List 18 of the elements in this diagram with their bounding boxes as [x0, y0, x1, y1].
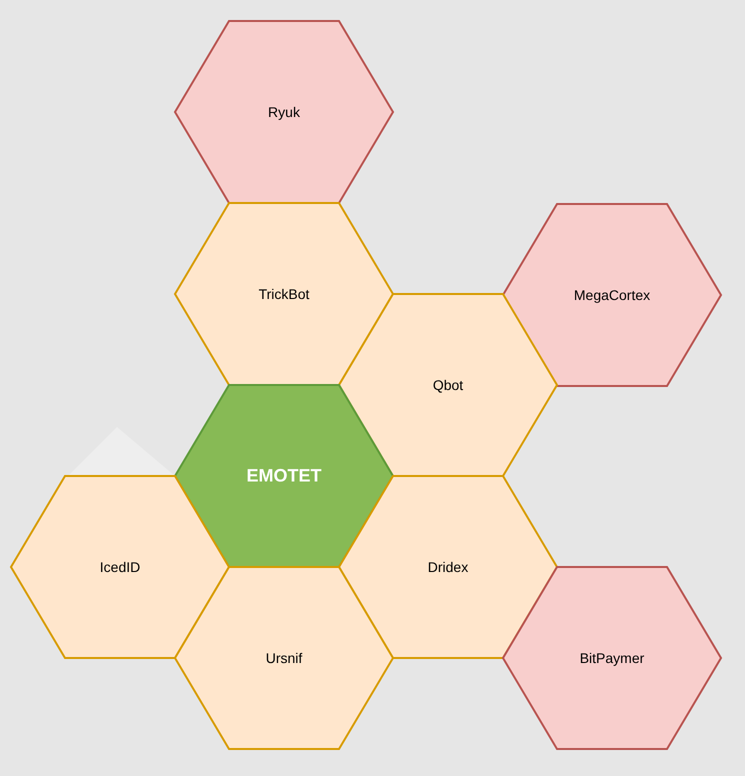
- hexagon-label: Ryuk: [268, 104, 300, 120]
- hexagon: [339, 294, 557, 476]
- hexagon-label: MegaCortex: [574, 287, 650, 303]
- hexagon: [339, 476, 557, 658]
- hexagon: [503, 204, 721, 386]
- hexagon: [503, 567, 721, 749]
- hexagon-label: EMOTET: [246, 466, 322, 486]
- hexagon-label: BitPaymer: [580, 650, 644, 666]
- hexagon-label: Qbot: [432, 377, 464, 393]
- hexagon-label: Ursnif: [266, 650, 302, 666]
- hexagon: [175, 21, 393, 203]
- hexagon-label: IcedID: [100, 559, 140, 575]
- hexagon: [175, 567, 393, 749]
- hexagon: [11, 476, 229, 658]
- hexagon: [175, 203, 393, 385]
- hexagon-label: TrickBot: [258, 286, 310, 302]
- hexagon-label: Dridex: [428, 559, 468, 575]
- hexagon: [175, 385, 393, 567]
